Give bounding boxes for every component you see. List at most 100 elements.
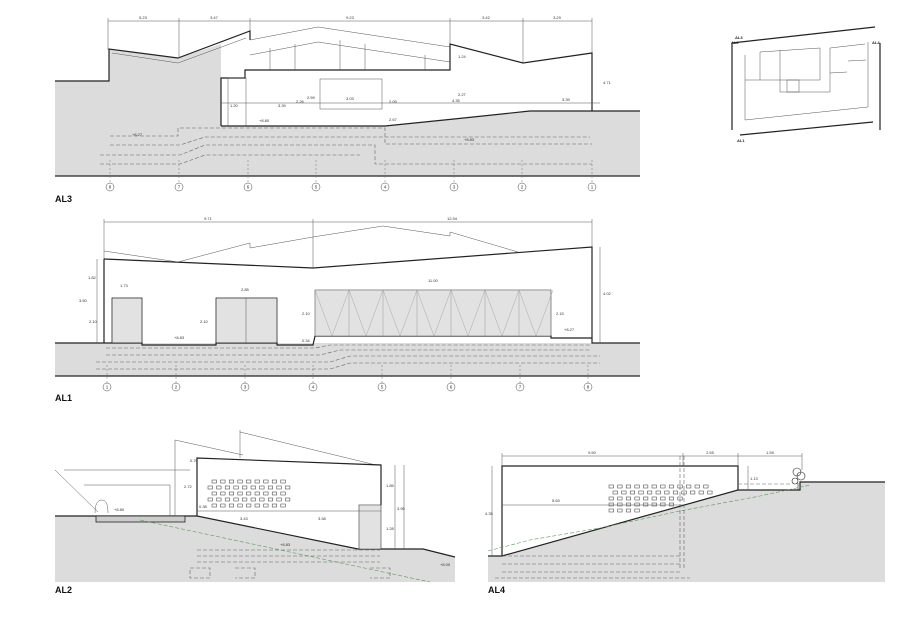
key-plan-label: AL3	[735, 35, 743, 40]
ground-fill	[55, 516, 455, 582]
dim-label: 3.50	[79, 298, 88, 303]
opening	[668, 496, 674, 501]
opening	[698, 490, 704, 495]
dim-label: 9.50	[588, 450, 597, 455]
opening	[625, 508, 631, 513]
opening	[246, 503, 252, 508]
axis-marker: 7	[515, 365, 525, 392]
dim-label: 1.13	[750, 476, 759, 481]
dim-label: 2.10	[89, 319, 98, 324]
opening	[651, 484, 657, 489]
dim-label: 12.94	[447, 216, 458, 221]
level-marker: +8.00	[440, 562, 451, 567]
axis-marker: 8	[583, 365, 593, 392]
axis-label: 1	[591, 185, 594, 190]
elevation-al1: 9.71 12.94 1.82 3.50 2.10 1.73 2.85 2.10…	[55, 216, 640, 403]
axis-label: 6	[247, 185, 250, 190]
opening	[228, 491, 234, 496]
dim-label: 2.10	[200, 319, 209, 324]
level-marker: +8.83	[464, 137, 475, 142]
dim-label: 3.58	[318, 516, 327, 521]
opening	[220, 479, 226, 484]
wall-outline	[196, 457, 382, 516]
dim-label: 2.27	[458, 92, 467, 97]
opening	[643, 496, 649, 501]
opening	[211, 503, 217, 508]
dim-label: 1.20	[230, 103, 239, 108]
ground-line	[55, 335, 640, 346]
opening	[285, 485, 291, 490]
opening	[237, 491, 243, 496]
opening	[207, 497, 213, 502]
dim-label: 2.72	[184, 484, 193, 489]
opening	[242, 497, 248, 502]
opening	[617, 502, 623, 507]
opening	[660, 496, 666, 501]
opening	[617, 496, 623, 501]
opening	[224, 485, 230, 490]
opening	[672, 490, 678, 495]
axis-marker: 2	[171, 365, 181, 392]
axis-label: 7	[178, 185, 181, 190]
roof-profile	[103, 225, 519, 263]
axis-label: 6	[450, 385, 453, 390]
dim-label: 4.02	[603, 291, 612, 296]
level-marker: +8.83	[174, 335, 185, 340]
dim-label: 4.35	[485, 511, 494, 516]
opening	[625, 484, 631, 489]
key-plan-label: AL2	[731, 40, 739, 45]
opening	[259, 497, 265, 502]
dim-label: 11.00	[428, 278, 438, 283]
dim-label: 3.95	[397, 506, 406, 511]
axis-label: 4	[312, 385, 315, 390]
opening	[276, 497, 282, 502]
dim-label: 2.85	[241, 287, 250, 292]
axis-marker: 5	[377, 365, 387, 392]
opening	[643, 502, 649, 507]
axis-label: 5	[315, 185, 318, 190]
opening	[254, 479, 260, 484]
axis-marker: 1	[587, 160, 597, 192]
dim-label: 0.34	[302, 338, 311, 343]
opening	[634, 496, 640, 501]
opening	[668, 502, 674, 507]
dim-label: 9.71	[204, 216, 213, 221]
dim-label: 3.39	[562, 97, 571, 102]
opening	[246, 479, 252, 484]
roof-edge	[103, 246, 593, 338]
opening	[280, 491, 286, 496]
opening	[250, 485, 256, 490]
opening	[233, 497, 239, 502]
opening	[263, 479, 269, 484]
opening	[276, 485, 282, 490]
level-marker: +8.80	[259, 118, 270, 123]
opening	[651, 502, 657, 507]
opening	[237, 503, 243, 508]
opening	[237, 479, 243, 484]
ground-fill	[488, 482, 885, 582]
dim-label: 1.82	[88, 275, 97, 280]
dim-label: 2.10	[302, 311, 311, 316]
axis-label: 1	[106, 385, 109, 390]
opening	[263, 503, 269, 508]
opening	[647, 490, 653, 495]
opening	[621, 490, 627, 495]
axis-label: 5	[381, 385, 384, 390]
opening	[660, 484, 666, 489]
opening	[285, 497, 291, 502]
opening	[250, 497, 256, 502]
key-plan-label: AL1	[737, 138, 745, 143]
opening	[246, 491, 252, 496]
dim-label: 2.55	[706, 450, 715, 455]
door	[215, 297, 278, 344]
elevation-label: AL2	[55, 585, 72, 595]
window	[319, 78, 383, 110]
elevation-al2: 2.72 0.70 0.38 3.43 3.58 1.85 3.95 1.28 …	[54, 430, 456, 595]
dim-label: 0.38	[199, 504, 208, 509]
opening	[629, 490, 635, 495]
opening	[651, 496, 657, 501]
opening	[254, 503, 260, 508]
dim-label: 2.15	[556, 311, 565, 316]
dim-label: 4.71	[603, 80, 612, 85]
